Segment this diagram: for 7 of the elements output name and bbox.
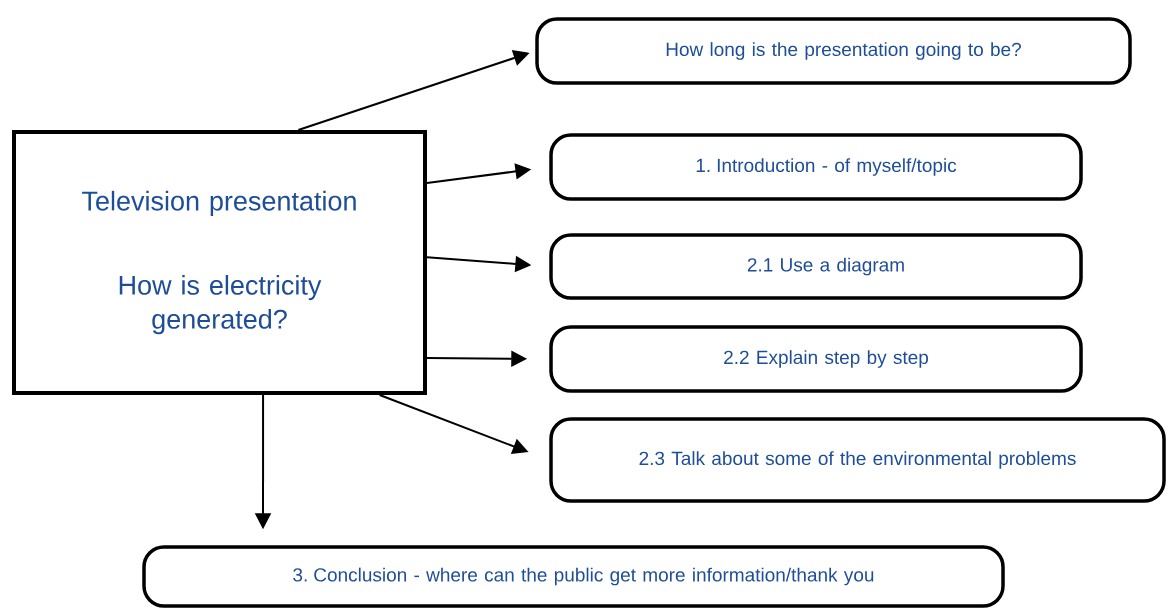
rounded-box: 1. Introduction - of myself/topic [549,133,1083,201]
rounded-box: 2.3 Talk about some of the environmental problems [549,417,1166,503]
topic-box: Television presentation How is electricity generated? [12,130,427,395]
rounded-box: 3. Conclusion - where can the public get more information/thank you [142,545,1005,608]
rounded-box: 2.2 Explain step by step [549,325,1083,393]
rounded-box: 2.1 Use a diagram [549,233,1083,300]
rounded-box: How long is the presentation going to be? [535,17,1132,85]
